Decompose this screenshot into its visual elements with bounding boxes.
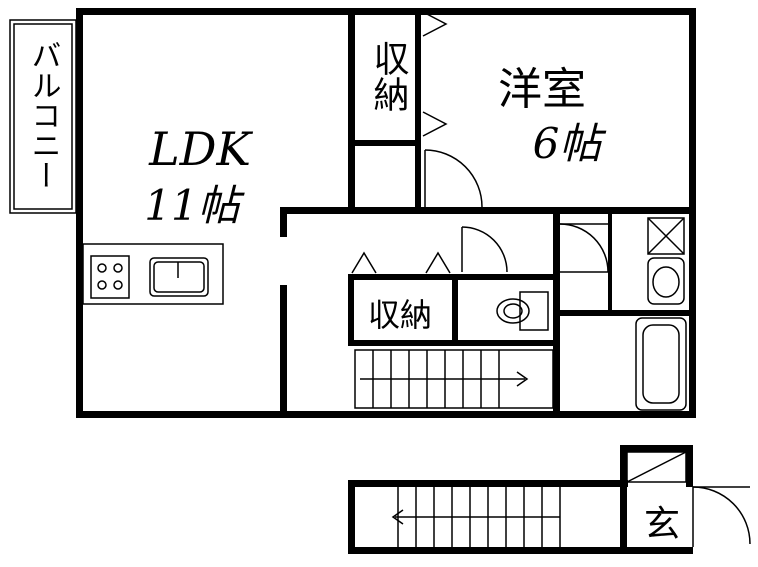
doors: [424, 149, 609, 273]
storage-mid-label: 収納: [368, 296, 432, 334]
ldk-label: LDK: [148, 122, 253, 176]
entrance-label: 玄: [644, 504, 680, 545]
balcony-label: バルコニー: [26, 40, 61, 190]
kitchen-counter: [82, 243, 224, 305]
entrance-walls: [348, 445, 693, 554]
closet-door-marks-top: [422, 11, 448, 137]
windows: [78, 55, 693, 370]
entrance-door: [692, 486, 751, 547]
western-room-label: 洋室: [498, 64, 586, 115]
bathtub: [635, 317, 687, 411]
storage-top-label: 収納: [368, 40, 409, 112]
western-room-size-label: 6帖: [533, 119, 607, 168]
interior-walls: [280, 8, 696, 418]
stairs-upper: [354, 349, 554, 409]
stairs-lower: [391, 487, 561, 547]
shoe-box: [626, 451, 687, 483]
closet-door-marks-mid: [351, 251, 451, 274]
ldk-size-label: 11帖: [144, 181, 244, 230]
balcony: [9, 19, 77, 214]
washbasin: [647, 217, 685, 305]
toilet: [496, 291, 549, 331]
